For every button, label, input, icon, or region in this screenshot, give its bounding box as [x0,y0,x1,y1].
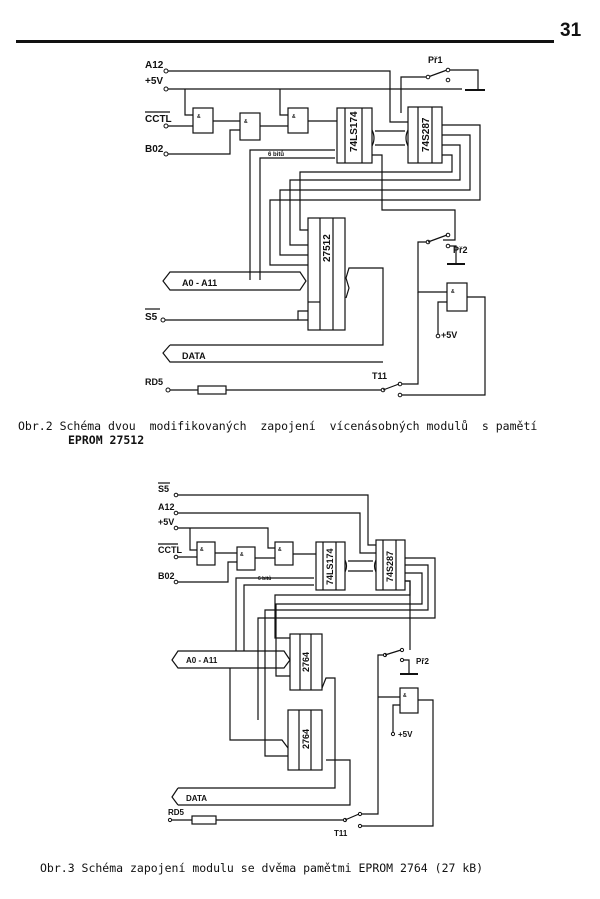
input-rd5: RD5 [145,377,381,395]
switch-pr1: Př1 [400,55,485,113]
fig3-chip-74s287: 74S287 [375,539,406,591]
fig3-chip-2764-a: 2764 [289,633,323,691]
fig3-address-bus: A0 - A11 [171,650,291,749]
svg-text:&: & [403,693,407,699]
svg-text:74LS174: 74LS174 [349,111,360,152]
svg-text:&: & [200,547,204,553]
svg-text:2764: 2764 [301,652,311,672]
fig3-data-bus: DATA [171,677,351,806]
svg-text:Př2: Př2 [453,245,468,255]
svg-text:CCTL: CCTL [145,114,172,125]
svg-text:6 bitů: 6 bitů [268,151,284,158]
svg-text:&: & [197,114,201,120]
svg-text:+5V: +5V [145,76,163,87]
svg-text:2764: 2764 [301,729,311,749]
fig3-rd5: RD5 T11 [167,808,363,838]
svg-text:&: & [292,114,296,120]
data-bus: DATA [162,267,384,363]
svg-text:S5: S5 [145,312,158,323]
fig3-gate-5v: & +5V [362,687,434,827]
switch-pr2: Př2 [417,232,468,293]
svg-text:B02: B02 [145,144,164,155]
svg-text:+5V: +5V [398,730,413,739]
svg-text:A12: A12 [158,502,175,512]
input-b02: B02 [145,129,240,157]
svg-text:&: & [240,552,244,558]
figure-2-caption: Obr.2 Schéma dvou modifikovaných zapojen… [18,420,537,433]
nand-gates: & & & [192,107,337,141]
input-5v: +5V [145,76,462,116]
gate-and-5v: & +5V [402,282,486,396]
fig3-inputs: S5 A12 +5V CCTL B02 [158,482,376,585]
fig3-gates: & & & [196,541,316,571]
svg-text:T11: T11 [334,829,348,838]
figure-2-number: Obr.2 [18,419,53,433]
prom-output-wires [269,124,481,266]
svg-text:A0 - A11: A0 - A11 [182,278,217,288]
fig3-chip-74ls174: 74LS174 [315,541,346,591]
input-a12: A12 [145,60,408,123]
chip-27512: 27512 [307,217,346,331]
svg-text:+5V: +5V [158,517,174,527]
switch-t11: T11 [372,292,419,398]
svg-text:A12: A12 [145,60,164,71]
svg-text:RD5: RD5 [168,808,185,817]
input-cctl: CCTL [145,111,193,129]
svg-text:DATA: DATA [186,794,207,803]
svg-text:&: & [244,119,248,125]
svg-text:B02: B02 [158,571,175,581]
svg-text:A0 - A11: A0 - A11 [186,656,218,665]
svg-text:74S287: 74S287 [385,551,395,582]
figure-3-caption: Obr.3 Schéma zapojení modulu se dvěma pa… [40,861,484,875]
figure-2-caption-line2: EPROM 27512 [68,433,145,447]
svg-text:Př1: Př1 [428,55,443,65]
svg-text:27512: 27512 [322,234,333,262]
input-s5: S5 [145,308,308,323]
svg-text:S5: S5 [158,484,169,494]
chip-74s287: 74S287 [407,106,443,164]
svg-text:&: & [278,547,282,553]
svg-text:Př2: Př2 [416,657,429,666]
figure-2-caption-text: Schéma dvou modifikovaných zapojení více… [59,419,538,433]
svg-text:+5V: +5V [441,330,457,340]
fig3-wires: 6 bitů [235,557,436,757]
header-rule [16,40,554,43]
svg-text:&: & [451,289,455,295]
six-bit-bus: 6 bitů [249,149,335,280]
svg-text:74LS174: 74LS174 [325,548,335,585]
fig3-chip-2764-b: 2764 [287,709,323,771]
address-bus-a0-a11: A0 - A11 [162,271,307,291]
chip-74ls174: 74LS174 [336,107,373,164]
page-number: 31 [560,20,582,41]
svg-text:DATA: DATA [182,351,206,361]
fig3-switch-pr2: Př2 [362,647,429,815]
svg-text:CCTL: CCTL [158,545,182,555]
svg-text:RD5: RD5 [145,377,163,387]
svg-text:T11: T11 [372,371,387,381]
svg-text:74S287: 74S287 [421,117,432,152]
